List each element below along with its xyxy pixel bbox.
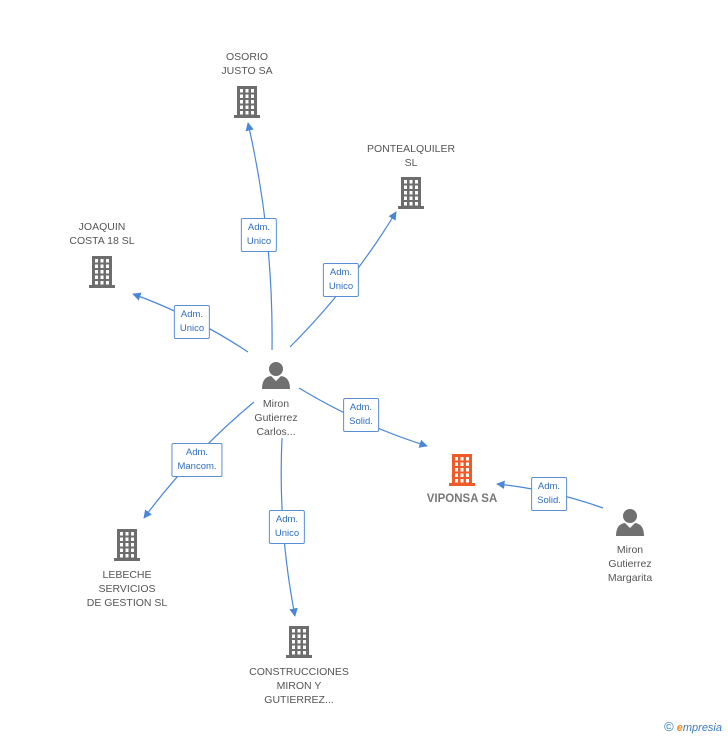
logo-word: mpresia — [682, 722, 722, 734]
node-label-pontealquiler[interactable]: PONTEALQUILER SL — [366, 143, 456, 169]
building-icon-construcciones[interactable] — [286, 626, 312, 658]
person-icon-carlos[interactable] — [262, 362, 290, 389]
node-label-osorio[interactable]: OSORIO JUSTO SA — [221, 51, 273, 77]
edge-label-carlos-viponsa[interactable]: Adm. Solid. — [343, 398, 379, 432]
node-label-joaquin[interactable]: JOAQUIN COSTA 18 SL — [69, 221, 135, 247]
person-icon-margarita[interactable] — [616, 509, 644, 536]
edges-layer — [132, 122, 604, 617]
node-label-carlos[interactable]: Miron Gutierrez Carlos... — [254, 398, 298, 438]
building-icon-viponsa[interactable] — [449, 454, 475, 486]
copyright-symbol: © — [664, 719, 674, 734]
edge-label-carlos-joaquin[interactable]: Adm. Unico — [173, 305, 211, 339]
edge-label-margarita-viponsa[interactable]: Adm. Solid. — [531, 477, 567, 511]
building-icon-osorio[interactable] — [234, 86, 260, 118]
building-icon-joaquin[interactable] — [89, 256, 115, 288]
node-label-construcciones[interactable]: CONSTRUCCIONES MIRON Y GUTIERREZ... — [249, 666, 349, 706]
node-label-margarita[interactable]: Miron Gutierrez Margarita — [607, 544, 653, 584]
building-icon-lebeche[interactable] — [114, 529, 140, 561]
logo-e: e — [676, 722, 683, 734]
node-label-viponsa[interactable]: VIPONSA SA — [426, 493, 498, 505]
empresia-logo[interactable]: © empresia — [664, 719, 722, 734]
edge-label-carlos-construcciones[interactable]: Adm. Unico — [268, 510, 306, 544]
nodes-layer — [89, 86, 644, 658]
building-icon-pontealquiler[interactable] — [398, 177, 424, 209]
edge-label-carlos-osorio[interactable]: Adm. Unico — [240, 218, 278, 252]
edge-label-carlos-pontealquiler[interactable]: Adm. Unico — [322, 263, 360, 297]
node-label-lebeche[interactable]: LEBECHE SERVICIOS DE GESTION SL — [86, 569, 168, 609]
edge-label-carlos-lebeche[interactable]: Adm. Mancom. — [171, 443, 223, 477]
